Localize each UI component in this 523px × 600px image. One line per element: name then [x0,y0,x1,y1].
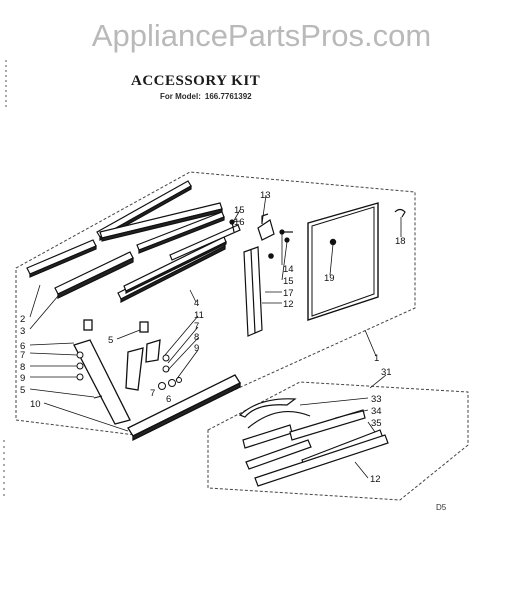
bracket-assembly [257,213,293,243]
callout-31: 31 [381,367,392,378]
vertical-channel [243,246,274,337]
model-line: For Model:166.7761392 [160,92,256,101]
model-number: 166.7761392 [204,92,252,101]
callout-35: 35 [371,418,382,429]
callout-19: 19 [324,273,335,284]
bottom-rail [127,374,241,442]
subkit-parts [238,398,389,487]
callout-2: 2 [20,314,25,325]
callout-9a: 9 [20,373,25,384]
callout-1: 1 [374,353,379,364]
seal-strips [26,180,227,303]
callout-16: 16 [234,217,245,228]
callout-13: 13 [260,190,271,201]
leader-lines [29,194,402,479]
callout-14: 14 [283,264,294,275]
callout-6a: 6 [20,341,25,352]
support-legs [73,319,161,425]
callout-15b: 15 [283,276,294,287]
filler-panel [307,202,379,321]
callout-11: 11 [194,310,204,321]
callout-7c: 7 [150,388,155,399]
kit-outline [15,171,416,436]
hook-part [394,208,406,218]
callout-17: 17 [283,288,294,299]
callout-4: 4 [194,298,199,309]
callout-5a: 5 [20,385,25,396]
callout-15a: 15 [234,205,245,216]
callout-12b: 12 [370,474,381,485]
model-prefix: For Model: [160,92,201,101]
callout-6b: 6 [166,394,171,405]
site-watermark: AppliancePartsPros.com [91,18,432,53]
callout-10: 10 [30,399,41,410]
callout-3: 3 [20,326,25,337]
callout-5b: 5 [108,335,113,346]
hardware-fasteners [76,351,182,399]
callout-18: 18 [395,236,406,247]
callout-12a: 12 [283,299,294,310]
callout-labels: 2 3 6 7 8 9 5 10 5 4 11 7 8 9 7 6 13 15 … [20,190,447,512]
diagram-title: ACCESSORY KIT [131,73,261,89]
callout-7a: 7 [20,350,25,361]
callout-8b: 8 [194,332,199,343]
scan-edge-marks [3,60,7,500]
callout-33: 33 [371,394,382,405]
page-code: D5 [436,503,447,512]
callout-34: 34 [371,406,382,417]
subkit-outline [207,381,469,501]
callout-7b: 7 [194,321,199,332]
callout-9b: 9 [194,343,199,354]
callout-8a: 8 [20,362,25,373]
